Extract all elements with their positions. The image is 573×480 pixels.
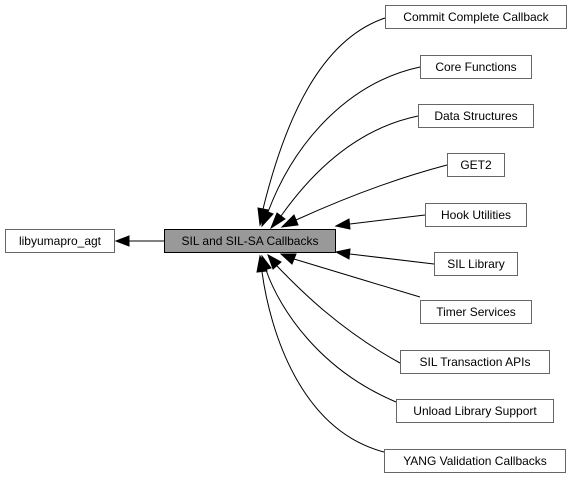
edge-core-functions xyxy=(267,66,421,213)
node-hook-utilities[interactable]: Hook Utilities xyxy=(425,203,527,227)
node-sil-transaction-apis[interactable]: SIL Transaction APIs xyxy=(400,350,550,374)
node-data-structures[interactable]: Data Structures xyxy=(418,104,534,128)
edge-get2 xyxy=(295,164,448,221)
edge-timer-services xyxy=(293,258,421,298)
node-core-functions[interactable]: Core Functions xyxy=(420,55,532,79)
node-commit-complete-callback[interactable]: Commit Complete Callback xyxy=(385,5,567,29)
node-yang-validation-callbacks[interactable]: YANG Validation Callbacks xyxy=(384,449,566,473)
node-sil-library[interactable]: SIL Library xyxy=(434,252,518,276)
node-get2[interactable]: GET2 xyxy=(447,153,505,177)
edge-get2-arrowhead xyxy=(280,214,299,228)
edge-core-functions-arrowhead xyxy=(261,209,274,228)
node-libyumapro-agt[interactable]: libyumapro_agt xyxy=(5,229,115,253)
edge-unload-library xyxy=(265,269,397,403)
edge-yang-validation xyxy=(261,271,385,453)
edge-data-structures-arrowhead xyxy=(269,212,286,230)
edge-center-to-parent-arrowhead xyxy=(114,235,130,247)
edge-timer-services-arrowhead xyxy=(279,253,297,265)
edge-commit-complete xyxy=(262,17,386,210)
node-unload-library-support[interactable]: Unload Library Support xyxy=(396,399,554,423)
edge-hook-utilities-arrowhead xyxy=(334,218,351,230)
edge-sil-transaction xyxy=(276,265,401,364)
edge-data-structures xyxy=(280,115,419,217)
node-timer-services[interactable]: Timer Services xyxy=(420,300,532,324)
edge-hook-utilities xyxy=(349,214,426,225)
edge-sil-transaction-arrowhead xyxy=(267,253,282,270)
node-sil-and-sil-sa-callbacks: SIL and SIL-SA Callbacks xyxy=(164,229,336,253)
edge-yang-validation-arrowhead xyxy=(256,254,268,273)
edge-sil-library-arrowhead xyxy=(334,248,351,260)
edge-sil-library xyxy=(349,253,435,265)
